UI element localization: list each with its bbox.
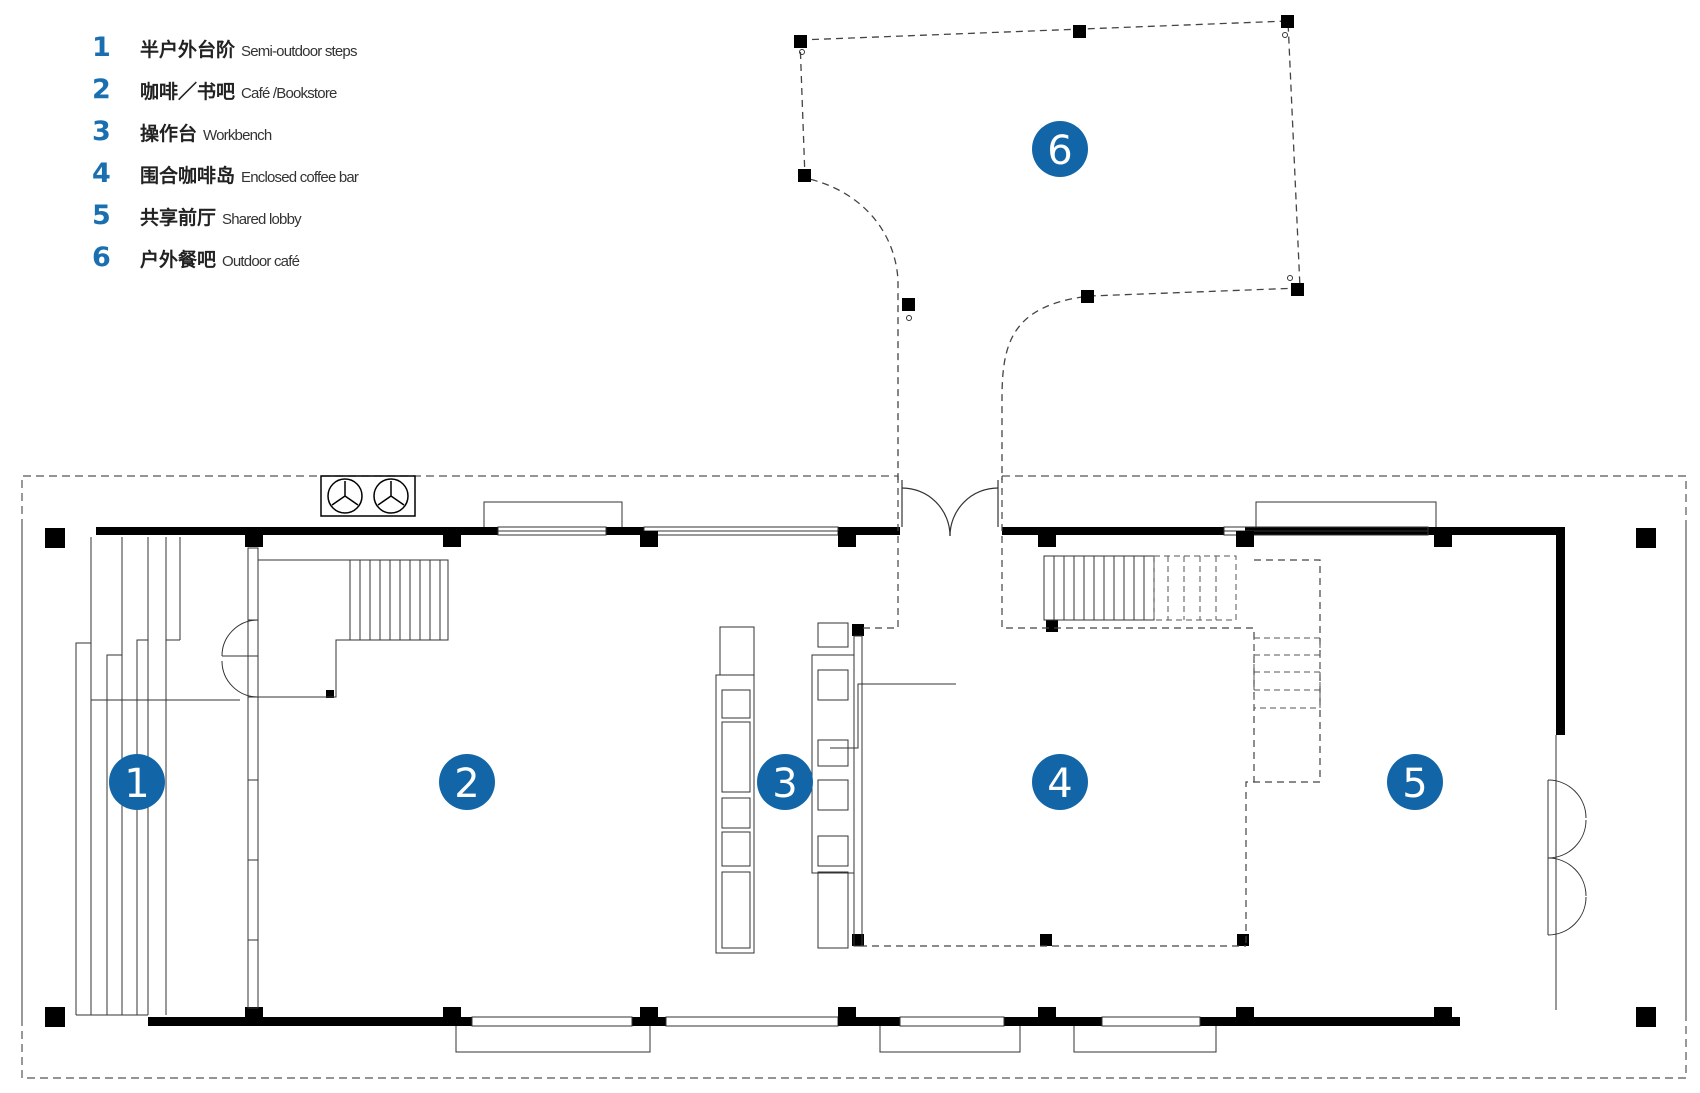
legend-number: 3	[92, 116, 111, 147]
side-doors	[1547, 735, 1587, 1010]
legend-item-6: 6 户外餐吧 Outdoor café	[92, 242, 358, 284]
legend-label-cn: 户外餐吧	[140, 249, 217, 271]
legend-item-2: 2 咖啡／书吧 Café /Bookstore	[92, 74, 358, 116]
zone-number: 3	[772, 761, 797, 807]
legend-item-1: 1 半户外台阶 Semi-outdoor steps	[92, 32, 358, 74]
entrance-door	[901, 480, 999, 537]
outdoor-cafe-boundary	[799, 20, 1301, 480]
legend-label-en: Semi-outdoor steps	[241, 43, 357, 60]
zone-number: 1	[124, 761, 149, 807]
ac-units	[320, 475, 416, 517]
site-outline	[21, 475, 1687, 1079]
zone-number: 4	[1047, 761, 1072, 807]
zone-marker-5: 5	[1387, 754, 1443, 810]
staircase-upper-run	[1153, 555, 1321, 709]
zone-number: 5	[1402, 761, 1427, 807]
partition-wall-1-2	[247, 547, 449, 1009]
legend-item-3: 3 操作台 Workbench	[92, 116, 358, 158]
legend-label-cn: 共享前厅	[140, 207, 217, 229]
workbench-counters	[715, 622, 956, 954]
zone-marker-4: 4	[1032, 754, 1088, 810]
zone-number: 2	[454, 761, 479, 807]
legend-label-cn: 半户外台阶	[140, 39, 236, 61]
zone-marker-2: 2	[439, 754, 495, 810]
building-outline	[21, 527, 1687, 1018]
zone-marker-6: 6	[1032, 121, 1088, 177]
legend-label-cn: 咖啡／书吧	[140, 81, 236, 103]
exterior-walls	[96, 527, 1565, 1026]
legend-item-4: 4 围合咖啡岛 Enclosed coffee bar	[92, 158, 359, 200]
legend-label-en: Café /Bookstore	[241, 85, 337, 102]
legend-number: 6	[92, 242, 111, 273]
legend-label-en: Outdoor café	[222, 253, 300, 270]
legend-label-cn: 围合咖啡岛	[140, 165, 236, 187]
legend-item-5: 5 共享前厅 Shared lobby	[92, 200, 358, 242]
legend-number: 1	[92, 32, 111, 63]
door-1-2	[221, 619, 259, 698]
zone-number: 6	[1047, 128, 1072, 174]
legend-label-cn: 操作台	[140, 123, 198, 145]
legend-label-en: Workbench	[203, 127, 272, 144]
structural-columns	[45, 528, 1656, 1027]
legend-number: 4	[92, 158, 111, 189]
zone-marker-3: 3	[757, 754, 813, 810]
windows	[455, 501, 1437, 1053]
legend-label-en: Enclosed coffee bar	[241, 169, 359, 186]
zone-marker-1: 1	[109, 754, 165, 810]
outdoor-fixtures	[799, 32, 1293, 321]
legend-label-en: Shared lobby	[222, 211, 302, 228]
legend-number: 5	[92, 200, 111, 231]
legend: 1 半户外台阶 Semi-outdoor steps 2 咖啡／书吧 Café …	[92, 32, 359, 284]
staircase-right	[1043, 555, 1155, 621]
staircase-left	[349, 559, 449, 641]
outdoor-columns	[794, 15, 1304, 311]
legend-number: 2	[92, 74, 111, 105]
